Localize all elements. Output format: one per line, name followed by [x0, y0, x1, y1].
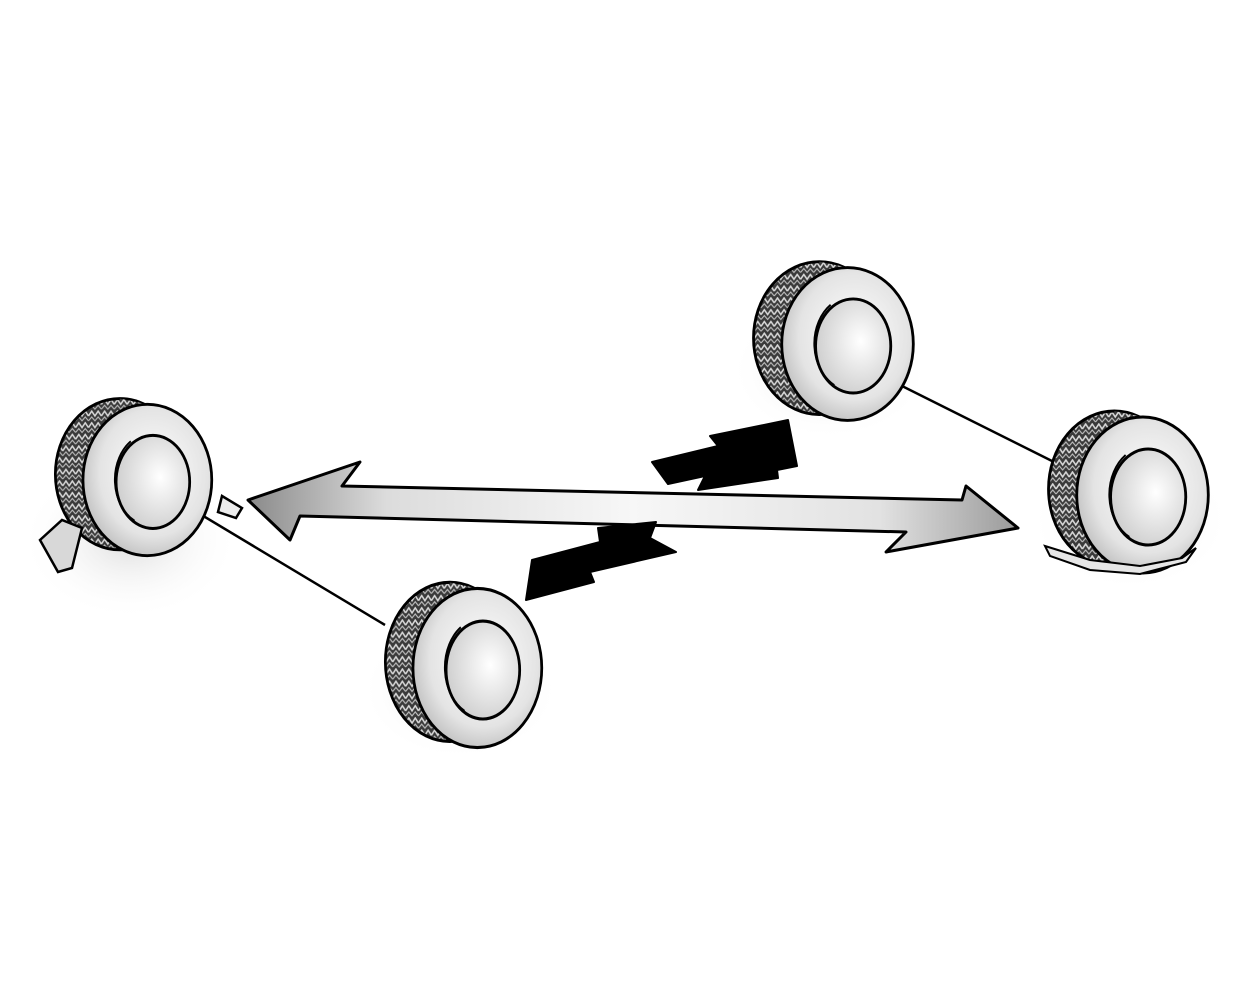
wheel-front-left	[383, 580, 544, 750]
arrow-to-front-left	[525, 521, 677, 601]
wheel-front-right	[1047, 409, 1210, 575]
wheel-rear-left-base	[38, 518, 84, 574]
wheel-rear-left-tab	[216, 494, 244, 520]
wheel-front-right-base	[1043, 544, 1197, 576]
tire-icon	[1047, 409, 1210, 575]
wheel-rear-right	[752, 260, 915, 422]
arrow-long-double	[246, 460, 1020, 554]
tire-icon	[383, 580, 544, 750]
tire-icon	[752, 260, 915, 422]
arrow-to-rear-right	[651, 419, 798, 491]
